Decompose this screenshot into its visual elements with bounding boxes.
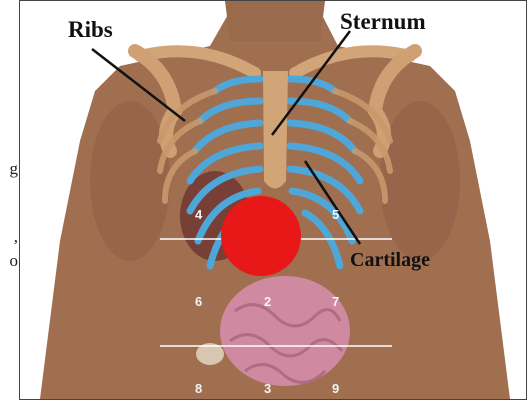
region-number-9: 9 xyxy=(332,381,339,396)
region-number-2: 2 xyxy=(264,294,271,309)
sternum-label: Sternum xyxy=(340,9,426,34)
region-number-3: 3 xyxy=(264,381,271,396)
side-text-fragment: , xyxy=(14,228,18,245)
cropped-side-text: g , o xyxy=(0,0,18,400)
ribs-label: Ribs xyxy=(68,17,113,42)
side-text-fragment: o xyxy=(10,252,19,269)
cartilage-label: Cartilage xyxy=(350,249,430,271)
region-number-7: 7 xyxy=(332,294,339,309)
torso-illustration: Ribs Sternum Cartilage 4 5 6 2 7 8 3 9 xyxy=(20,1,526,399)
side-text-fragment: g xyxy=(10,160,19,177)
neck xyxy=(225,1,325,41)
region-number-6: 6 xyxy=(195,294,202,309)
red-marker-circle xyxy=(221,196,301,276)
intestines xyxy=(220,276,350,386)
region-number-5: 5 xyxy=(332,207,339,222)
region-number-4: 4 xyxy=(195,207,203,222)
anatomy-figure: Ribs Sternum Cartilage 4 5 6 2 7 8 3 9 xyxy=(19,0,527,400)
region-number-8: 8 xyxy=(195,381,202,396)
